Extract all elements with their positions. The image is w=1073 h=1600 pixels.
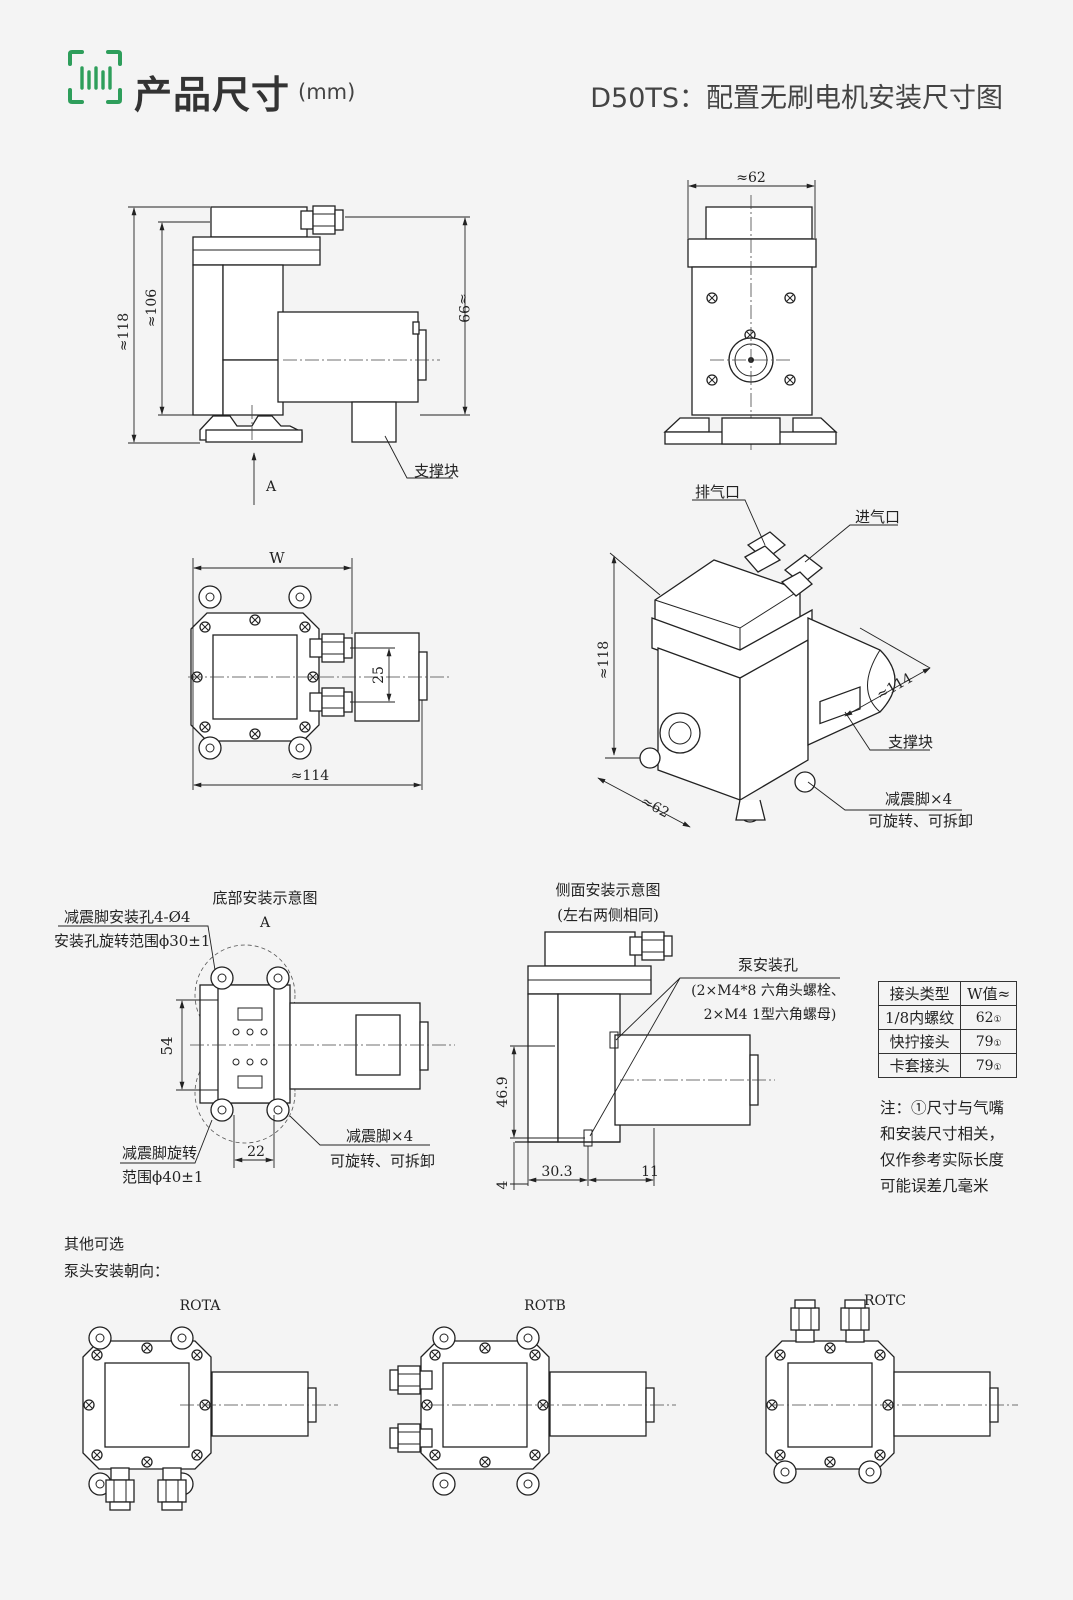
dim-62-front: ≈62 (736, 170, 766, 186)
bottom-view-title: 底部安装示意图 (212, 889, 317, 907)
support-block-label: 支撑块 (414, 462, 459, 480)
options-heading: 其他可选 (64, 1235, 125, 1253)
rota-view: ROTA (83, 1298, 338, 1511)
page-title: 产品尺寸 (134, 73, 291, 117)
exhaust-label: 排气口 (695, 483, 740, 501)
table-row: 1/8内螺纹 62① (877, 1005, 1018, 1030)
feet-rot-range: 范围ϕ40±1 (122, 1168, 203, 1186)
intake-label: 进气口 (855, 508, 900, 526)
pump-hole-nut: 2×M4 1型六角螺母) (704, 1007, 837, 1023)
note: 注：①尺寸与气嘴 和安装尺寸相关， 仅作参考实际长度 可能误差几毫米 (880, 1095, 1004, 1199)
row-value: 79① (960, 1053, 1018, 1078)
dim-25: 25 (371, 666, 387, 684)
measure-icon (68, 50, 122, 104)
feet-rot-label: 减震脚旋转 (122, 1144, 197, 1162)
feet-sub-iso: 可旋转、可拆卸 (868, 812, 973, 830)
dim-118-iso: ≈118 (596, 641, 612, 679)
row-type: 1/8内螺纹 (877, 1005, 962, 1030)
dim-62-iso: ≈62 (638, 793, 672, 821)
pump-hole-bolt: (2×M4*8 六角头螺栓、 (691, 983, 845, 999)
support-block-iso-label: 支撑块 (888, 733, 933, 751)
dim-114-top: ≈114 (291, 768, 330, 784)
table-header-row: 接头类型 W值≈ (877, 981, 1018, 1006)
rotb-label: ROTB (524, 1298, 566, 1314)
bottom-mount-view: 54 22 底部安装示意图 A 减震脚安装孔4-Ø4 安装孔旋转范围ϕ30±1 … (54, 889, 455, 1186)
feet-hole-label: 减震脚安装孔4-Ø4 (64, 908, 190, 926)
dim-118: ≈118 (116, 313, 132, 351)
rotb-view: ROTB (389, 1298, 676, 1496)
dim-30-3: 30.3 (541, 1164, 572, 1180)
row-type: 卡套接头 (877, 1053, 962, 1078)
dim-4: 4 (495, 1180, 511, 1189)
dim-46-9: 46.9 (495, 1076, 511, 1107)
bottom-view-sub: A (259, 915, 271, 931)
front-view: ≈62 (663, 170, 838, 450)
dim-w: W (269, 549, 285, 567)
side-view-title: 侧面安装示意图 (555, 881, 660, 899)
feet-label-iso: 减震脚×4 (885, 790, 952, 808)
note-line: 注：①尺寸与气嘴 (880, 1099, 1005, 1117)
dim-54: 54 (158, 1036, 176, 1055)
feet-label-bottom: 减震脚×4 (346, 1127, 413, 1145)
options-subheading: 泵头安装朝向： (64, 1262, 170, 1280)
row-value: 62① (960, 1005, 1018, 1030)
feet-sub-bottom: 可旋转、可拆卸 (330, 1152, 435, 1170)
rota-label: ROTA (180, 1298, 222, 1314)
unit-label: (mm) (298, 80, 356, 104)
dim-11: 11 (641, 1164, 659, 1180)
row-value: 79① (960, 1029, 1018, 1054)
table-row: 快拧接头 79① (877, 1029, 1018, 1054)
note-line: 仅作参考实际长度 (880, 1151, 1005, 1169)
dim-99: ≈99 (455, 293, 471, 323)
top-view: W 25 ≈114 (188, 549, 450, 790)
pump-hole-label: 泵安装孔 (738, 956, 798, 974)
table-header-type: 接头类型 (877, 981, 962, 1006)
note-line: 可能误差几毫米 (880, 1177, 989, 1195)
note-line: 和安装尺寸相关， (880, 1125, 1005, 1143)
drawing-title: D50TS：配置无刷电机安装尺寸图 (590, 83, 1003, 114)
view-arrow-label: A (265, 479, 277, 495)
side-view: ≈118 ≈106 ≈99 A 支撑块 (116, 205, 471, 505)
dim-106: ≈106 (144, 289, 160, 328)
side-mount-view: 46.9 4 30.3 11 侧面安装示意图 (左右两侧相同) 泵安装孔 (2×… (495, 881, 845, 1190)
rotc-view: ROTC (766, 1293, 1018, 1484)
side-view-sub: (左右两侧相同) (557, 906, 659, 924)
table-row: 卡套接头 79① (877, 1053, 1018, 1078)
rotc-label: ROTC (864, 1293, 906, 1309)
table-header-w: W值≈ (960, 981, 1018, 1006)
feet-hole-range: 安装孔旋转范围ϕ30±1 (54, 932, 210, 950)
isometric-view: ≈118 ≈114 ≈62 排气口 进气口 支撑块 减震脚×4 可旋转、可拆卸 (596, 483, 973, 830)
dim-22: 22 (247, 1144, 265, 1160)
connector-table: 接头类型 W值≈ 1/8内螺纹 62① 快拧接头 79① 卡套接头 79① (877, 981, 1018, 1078)
row-type: 快拧接头 (877, 1029, 962, 1054)
